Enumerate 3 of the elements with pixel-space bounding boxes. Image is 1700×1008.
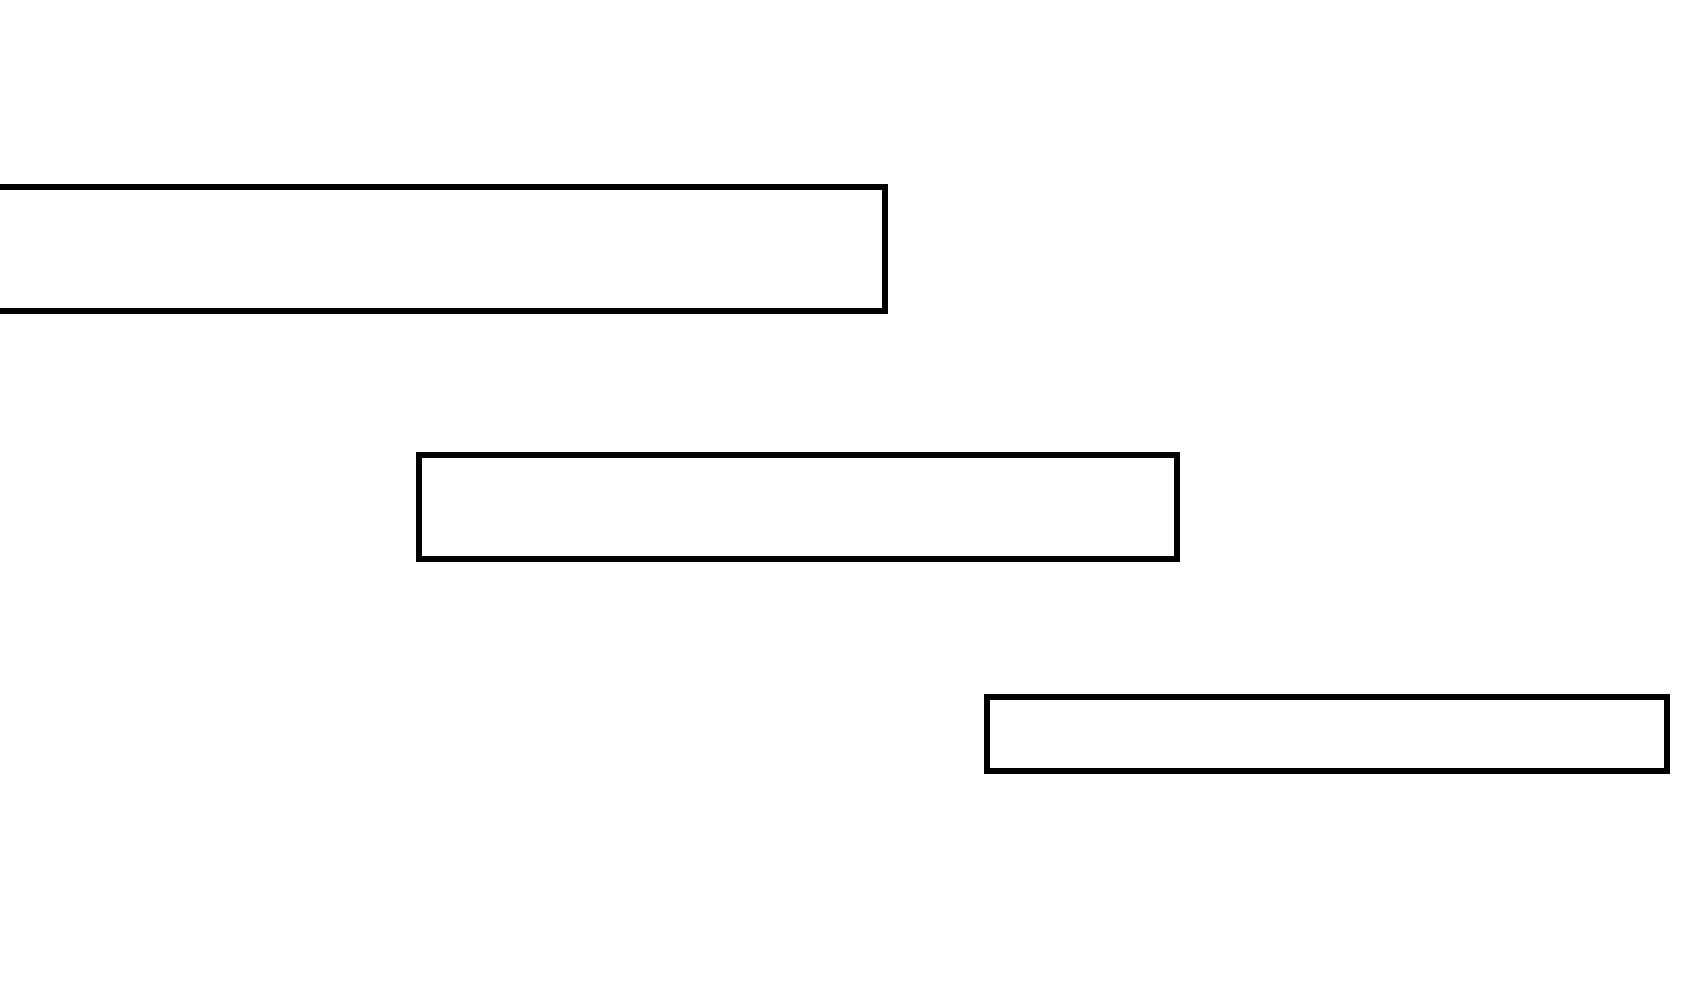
bar	[0, 184, 888, 314]
bar	[984, 694, 1670, 774]
bar	[416, 452, 1180, 562]
